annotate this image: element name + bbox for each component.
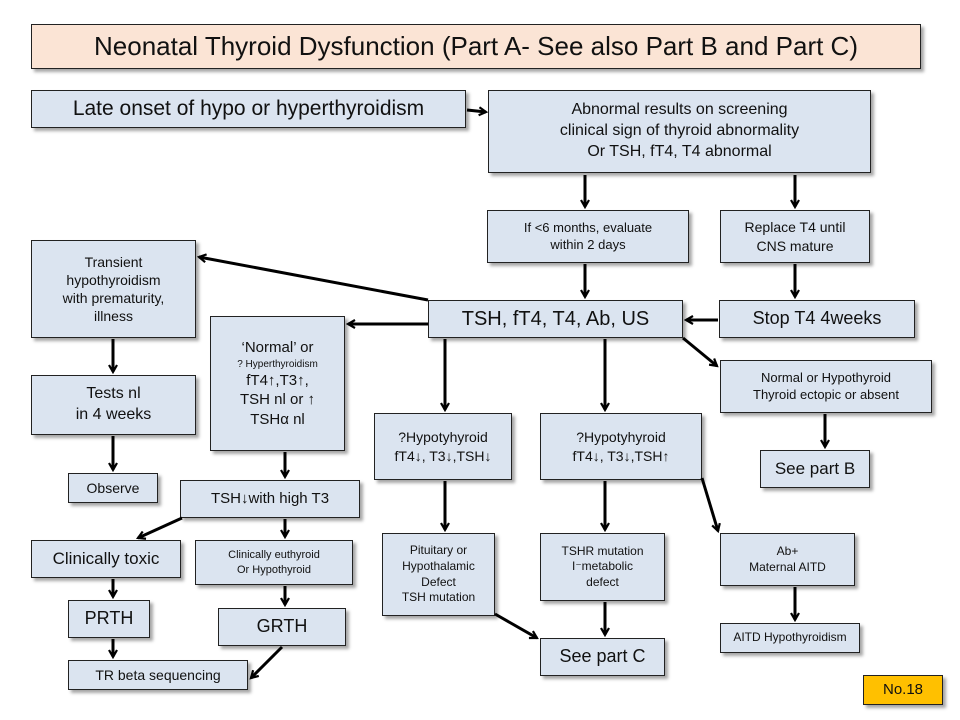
- node-tr-beta-sequencing: TR beta sequencing: [68, 660, 248, 690]
- node-text: Late onset of hypo or hyperthyroidism: [72, 97, 425, 121]
- node-text: Ab+: [776, 543, 799, 558]
- node-text: TSH mutation: [401, 590, 476, 605]
- node-text: Replace T4 until: [744, 219, 846, 236]
- node-text: Tests nl: [86, 385, 141, 403]
- node-text: AITD Hypothyroidism: [733, 630, 847, 645]
- node-text: ? Hyperthyroidism: [237, 358, 318, 370]
- node-text: TSHR mutation: [561, 543, 644, 558]
- node-text: I⁻metabolic: [571, 559, 634, 574]
- node-text: Clinically euthyroid: [228, 549, 320, 562]
- node-text: Pituitary or: [409, 543, 468, 558]
- node-aitd-hypothyroidism: AITD Hypothyroidism: [720, 623, 860, 653]
- node-text: clinical sign of thyroid abnormality: [559, 122, 800, 140]
- node-text: Observe: [86, 479, 140, 496]
- slide-number-badge: No.18: [863, 675, 943, 705]
- node-text: CNS mature: [756, 237, 834, 254]
- arrow-late-onset-to-abnormal: [466, 110, 486, 112]
- node-text: illness: [94, 308, 133, 325]
- node-see-part-c[interactable]: See part C: [540, 638, 665, 676]
- node-ab-plus-maternal-aitd: Ab+ Maternal AITD: [720, 533, 855, 586]
- node-text: TR beta sequencing: [95, 666, 221, 683]
- node-text: Or Hypothyroid: [237, 563, 311, 576]
- node-hypothyroid-tsh-high: ?Hypotyhyroid fT4↓, T3↓,TSH↑: [540, 413, 702, 480]
- node-text: in 4 weeks: [75, 406, 152, 423]
- node-text: Thyroid ectopic or absent: [753, 386, 899, 402]
- node-text: GRTH: [256, 616, 308, 637]
- node-hypothyroid-tsh-low: ?Hypotyhyroid fT4↓, T3↓,TSH↓: [374, 413, 512, 480]
- node-abnormal-screening: Abnormal results on screening clinical s…: [488, 90, 871, 173]
- node-text: with prematurity,: [62, 290, 165, 306]
- node-transient-hypothyroidism: Transient hypothyroidism with prematurit…: [31, 240, 196, 338]
- node-tsh-tests: TSH, fT4, T4, Ab, US: [428, 300, 683, 338]
- node-text: Or TSH, fT4, T4 abnormal: [587, 142, 772, 160]
- arrow-pituitary-to-see-c: [494, 612, 537, 640]
- badge-text: No.18: [882, 681, 924, 699]
- node-text: TSH↓with high T3: [210, 490, 330, 508]
- title-text: Neonatal Thyroid Dysfunction (Part A- Se…: [94, 30, 858, 61]
- arrow-tsh-tests-to-transient: [199, 257, 429, 302]
- arrow-grth-to-tr-beta: [251, 645, 284, 678]
- node-text: Clinically toxic: [52, 548, 160, 568]
- node-text: fT4↓, T3↓,TSH↑: [572, 447, 670, 464]
- node-text: TSHα nl: [250, 410, 305, 428]
- node-text: within 2 days: [550, 236, 626, 252]
- node-tests-nl: Tests nl in 4 weeks: [31, 375, 196, 435]
- node-text: Transient: [84, 253, 143, 270]
- node-clinically-euthyroid: Clinically euthyroid Or Hypothyroid: [195, 540, 353, 585]
- node-text: ‘Normal’ or: [241, 339, 314, 356]
- node-text: See part B: [774, 458, 856, 478]
- arrow-hypo-high-to-ab-plus: [700, 477, 718, 531]
- node-text: If <6 months, evaluate: [523, 219, 653, 235]
- arrow-tsh-low-t3-to-clin-toxic: [138, 516, 183, 538]
- node-normal-or-hyperthyroidism: ‘Normal’ or ? Hyperthyroidism fT4↑,T3↑, …: [210, 316, 345, 451]
- node-text: Normal or Hypothyroid: [760, 369, 892, 385]
- node-text: hypothyroidism: [66, 271, 161, 288]
- node-text: Hypothalamic: [402, 558, 475, 573]
- node-text: Maternal AITD: [749, 559, 826, 574]
- node-prth: PRTH: [68, 600, 150, 638]
- node-see-part-b[interactable]: See part B: [760, 450, 870, 488]
- node-text: fT4↑,T3↑,: [246, 371, 309, 389]
- arrow-tsh-tests-to-normal-hypo: [682, 336, 717, 366]
- node-tshr-mutation: TSHR mutation I⁻metabolic defect: [540, 533, 665, 601]
- node-text: Abnormal results on screening: [571, 101, 788, 119]
- node-replace-t4: Replace T4 until CNS mature: [720, 210, 870, 263]
- node-observe: Observe: [68, 473, 158, 503]
- node-text: ?Hypotyhyroid: [398, 429, 488, 446]
- node-text: ?Hypotyhyroid: [576, 429, 666, 446]
- node-normal-or-hypothyroid: Normal or Hypothyroid Thyroid ectopic or…: [720, 360, 932, 413]
- node-text: defect: [586, 574, 619, 589]
- node-text: Defect: [421, 574, 456, 589]
- node-text: TSH, fT4, T4, Ab, US: [461, 308, 650, 330]
- node-tsh-low-high-t3: TSH↓with high T3: [180, 480, 360, 518]
- node-stop-t4: Stop T4 4weeks: [719, 300, 915, 338]
- node-text: See part C: [559, 646, 646, 667]
- node-text: Stop T4 4weeks: [752, 308, 882, 329]
- node-text: fT4↓, T3↓,TSH↓: [394, 447, 492, 464]
- node-text: PRTH: [84, 608, 134, 629]
- node-grth: GRTH: [218, 608, 346, 646]
- diagram-title: Neonatal Thyroid Dysfunction (Part A- Se…: [31, 24, 921, 69]
- node-pituitary-defect: Pituitary or Hypothalamic Defect TSH mut…: [382, 533, 495, 616]
- node-late-onset: Late onset of hypo or hyperthyroidism: [31, 90, 466, 128]
- node-text: TSH nl or ↑: [239, 391, 315, 408]
- node-clinically-toxic: Clinically toxic: [31, 540, 181, 578]
- node-if-6-months: If <6 months, evaluate within 2 days: [487, 210, 689, 263]
